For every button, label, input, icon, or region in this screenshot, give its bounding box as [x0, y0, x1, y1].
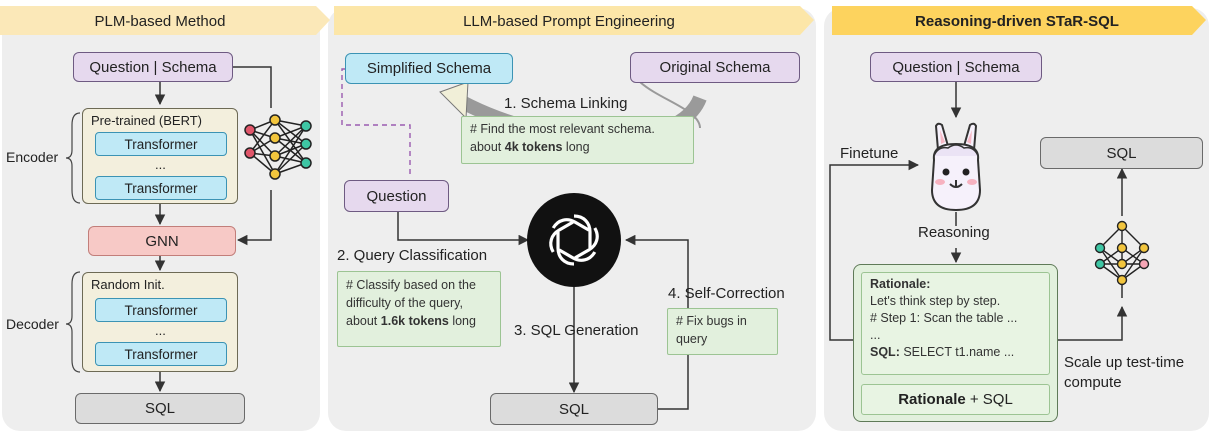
note2-bold: 1.6k tokens — [380, 314, 449, 328]
star-sql-box: SQL — [1040, 137, 1203, 169]
note3-line1: # Fix bugs in — [676, 314, 747, 328]
rationale-line2: # Step 1: Scan the table ... — [870, 311, 1018, 325]
star-sql-label: SQL — [1106, 144, 1137, 162]
encoder-label: Encoder — [6, 149, 59, 165]
encoder-ellipsis: ... — [155, 157, 166, 172]
decoder-transformer-top-label: Transformer — [124, 302, 198, 318]
plm-question-schema-box: Question | Schema — [73, 52, 233, 82]
query-classification-label: 2. Query Classification — [337, 247, 488, 264]
simplified-schema-box: Simplified Schema — [345, 53, 513, 84]
gnn-label: GNN — [145, 232, 179, 250]
self-correction-label: 4. Self-Correction — [668, 285, 785, 302]
openai-logo-icon — [527, 193, 621, 287]
plm-sql-box: SQL — [75, 393, 245, 424]
star-question-schema-box: Question | Schema — [870, 52, 1042, 82]
decoder-transformer-top: Transformer — [95, 298, 227, 322]
schema-linking-note: # Find the most relevant schema. about 4… — [461, 116, 694, 164]
neural-network-icon — [244, 114, 312, 180]
encoder-transformer-bottom-label: Transformer — [124, 180, 198, 196]
sql-generation-label: 3. SQL Generation — [514, 322, 639, 339]
encoder-transformer-bottom: Transformer — [95, 176, 227, 200]
note2-line2: difficulty of the query, — [346, 296, 463, 310]
self-correction-note: # Fix bugs in query — [667, 308, 778, 355]
llm-sql-box: SQL — [490, 393, 658, 425]
star-header: Reasoning-driven STaR-SQL — [915, 12, 1119, 30]
note2-suffix: long — [448, 314, 476, 328]
decoder-transformer-bottom-label: Transformer — [124, 346, 198, 362]
rationale-line3: ... — [870, 328, 881, 342]
question-box: Question — [344, 180, 449, 212]
note1-suffix: long — [562, 140, 590, 154]
decoder-transformer-bottom: Transformer — [95, 342, 227, 366]
decoder-label: Decoder — [6, 316, 59, 332]
note1-line2: about 4k tokens long — [470, 138, 685, 156]
note1-bold: 4k tokens — [504, 140, 563, 154]
gnn-box: GNN — [88, 226, 236, 256]
verifier-network-icon — [1094, 220, 1150, 298]
rationale-sql-text: SELECT t1.name ... — [899, 345, 1015, 359]
note2-line3: about 1.6k tokens long — [346, 312, 492, 330]
simplified-schema-label: Simplified Schema — [366, 60, 492, 77]
rationale-inner: Rationale: Let's think step by step. # S… — [861, 272, 1050, 375]
scale-up-label: Scale up test-time compute — [1064, 353, 1184, 393]
decoder-ellipsis: ... — [155, 323, 166, 338]
encoder-transformer-top: Transformer — [95, 132, 227, 156]
schema-linking-label: 1. Schema Linking — [504, 95, 628, 112]
llm-header: LLM-based Prompt Engineering — [463, 12, 675, 30]
pretrained-label: Pre-trained (BERT) — [91, 113, 203, 128]
rationale-sql-prefix: SQL: — [870, 345, 900, 359]
random-init-label: Random Init. — [91, 277, 165, 292]
original-schema-label: Original Schema — [659, 59, 771, 76]
encoder-transformer-top-label: Transformer — [124, 136, 198, 152]
note3-line2: query — [676, 332, 708, 346]
finetune-label: Finetune — [840, 145, 899, 162]
scale-up-line1: Scale up test-time — [1064, 354, 1185, 371]
note1-prefix: about — [470, 140, 505, 154]
plm-question-schema-label: Question | Schema — [89, 58, 217, 76]
rationale-plus-sql: + SQL — [965, 391, 1013, 408]
question-label: Question — [366, 187, 427, 205]
llm-sql-label: SQL — [558, 400, 589, 418]
rationale-bold: Rationale — [898, 391, 966, 408]
scale-up-line2: compute — [1064, 374, 1122, 391]
note2-prefix: about — [346, 314, 381, 328]
plm-sql-label: SQL — [144, 400, 175, 417]
note1-line1: # Find the most relevant schema. — [470, 122, 655, 136]
rationale-sql-box: Rationale + SQL — [861, 384, 1050, 415]
star-question-schema-label: Question | Schema — [892, 58, 1020, 76]
rationale-sql-line: SQL: SELECT t1.name ... — [870, 344, 1041, 361]
reasoning-label: Reasoning — [918, 224, 990, 241]
rationale-line1: Let's think step by step. — [870, 294, 1001, 308]
query-classification-note: # Classify based on the difficulty of th… — [337, 271, 501, 347]
llama-icon — [930, 122, 982, 212]
rationale-title: Rationale: — [870, 277, 931, 291]
original-schema-box: Original Schema — [630, 52, 800, 83]
plm-header: PLM-based Method — [94, 12, 226, 30]
note2-line1: # Classify based on the — [346, 278, 476, 292]
